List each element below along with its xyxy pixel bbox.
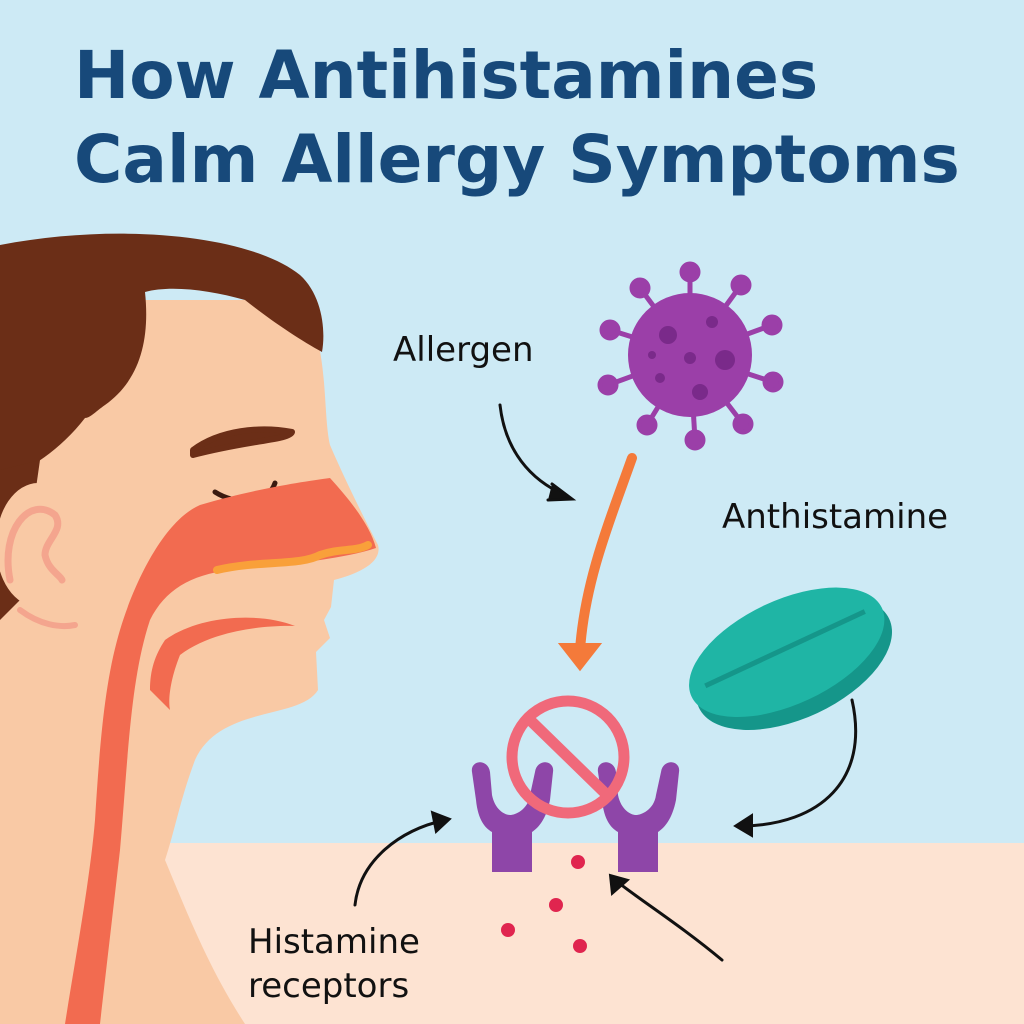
antihistamine-label: Anthistamine xyxy=(722,497,949,537)
histamine-molecules xyxy=(501,855,587,953)
title-line-2: Calm Allergy Symptoms xyxy=(74,121,960,198)
head-profile xyxy=(0,233,379,1024)
receptor-left xyxy=(471,762,554,872)
mouth-cavity xyxy=(150,617,295,710)
block-sign-icon xyxy=(506,695,630,819)
hair xyxy=(0,233,324,480)
ear-lobe xyxy=(17,607,78,630)
arrows xyxy=(353,403,858,962)
histamine-arrow xyxy=(613,878,724,962)
title-line-1: How Antihistamines xyxy=(74,37,819,114)
pill-arrow xyxy=(740,698,858,828)
ear-detail xyxy=(4,505,66,584)
histamine-receptors xyxy=(471,762,680,872)
airway xyxy=(65,478,376,1024)
histamine-receptors-label: Histamine receptors xyxy=(248,920,420,1008)
receptors-label-line-2: receptors xyxy=(248,966,410,1006)
allergen-path-arrow xyxy=(575,453,637,655)
nasal-mucus xyxy=(213,541,372,574)
eyebrow xyxy=(190,426,295,458)
receptor-right xyxy=(597,762,680,872)
page-title: How Antihistamines Calm Allergy Symptoms xyxy=(74,34,960,202)
antihistamine-pill-icon xyxy=(689,587,892,730)
allergen-label: Allergen xyxy=(393,330,534,370)
receptor-arrow xyxy=(353,818,447,907)
allergen-virus-icon xyxy=(597,261,784,451)
receptors-label-line-1: Histamine xyxy=(248,922,420,962)
allergen-arrow xyxy=(498,403,567,497)
